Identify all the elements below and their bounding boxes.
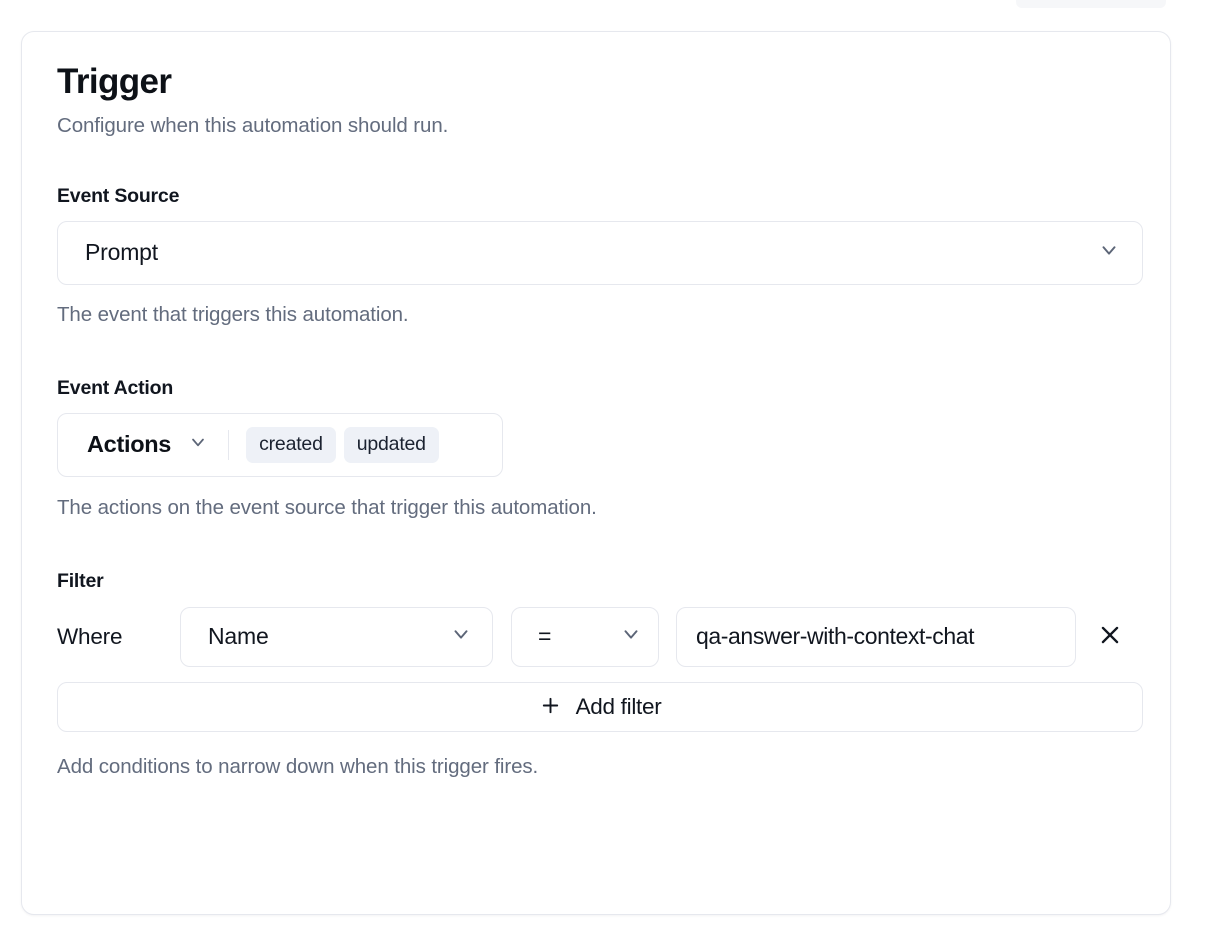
filter-helper: Add conditions to narrow down when this … bbox=[57, 754, 539, 778]
where-label: Where bbox=[57, 623, 123, 649]
chevron-down-icon bbox=[1098, 239, 1120, 266]
trigger-card: Trigger Configure when this automation s… bbox=[21, 31, 1171, 915]
event-action-dropdown-trigger[interactable]: Actions bbox=[87, 431, 208, 458]
add-filter-button[interactable]: Add filter bbox=[57, 681, 1143, 732]
event-source-helper: The event that triggers this automation. bbox=[57, 302, 409, 326]
event-action-combo[interactable]: Actions created updated bbox=[57, 412, 503, 477]
chevron-down-icon bbox=[620, 623, 642, 650]
event-source-value: Prompt bbox=[85, 239, 158, 266]
chevron-down-icon bbox=[450, 623, 472, 650]
filter-section: Filter Where Name = bbox=[57, 569, 1143, 779]
plus-icon bbox=[539, 694, 562, 720]
filter-operator-value: = bbox=[538, 623, 552, 650]
page-subtitle: Configure when this automation should ru… bbox=[57, 114, 449, 138]
close-icon bbox=[1097, 622, 1123, 651]
filter-value-field-wrapper[interactable] bbox=[676, 606, 1076, 667]
filter-field-value: Name bbox=[208, 623, 269, 650]
clipped-top-element bbox=[1016, 0, 1166, 8]
filter-value-input[interactable] bbox=[696, 623, 1057, 651]
event-action-helper: The actions on the event source that tri… bbox=[57, 495, 597, 519]
filter-operator-select[interactable]: = bbox=[511, 606, 659, 667]
filter-row: Where Name = bbox=[57, 606, 1136, 667]
chevron-down-icon bbox=[188, 432, 208, 457]
event-action-dropdown-label: Actions bbox=[87, 431, 172, 458]
remove-filter-button[interactable] bbox=[1093, 620, 1127, 654]
add-filter-label: Add filter bbox=[575, 693, 662, 719]
event-action-chips: created updated bbox=[246, 426, 439, 464]
event-action-chip[interactable]: created bbox=[246, 426, 336, 464]
event-action-chip[interactable]: updated bbox=[343, 426, 439, 464]
filter-field-select[interactable]: Name bbox=[180, 606, 493, 667]
event-action-section: Event Action Actions created updated The… bbox=[57, 377, 1136, 520]
page-title: Trigger bbox=[57, 62, 172, 101]
event-source-section: Event Source Prompt The event that trigg… bbox=[57, 184, 1143, 327]
combo-divider bbox=[228, 429, 230, 460]
event-source-select[interactable]: Prompt bbox=[57, 220, 1143, 285]
filter-label: Filter bbox=[57, 569, 104, 592]
event-source-label: Event Source bbox=[57, 184, 180, 207]
event-action-label: Event Action bbox=[57, 376, 174, 399]
